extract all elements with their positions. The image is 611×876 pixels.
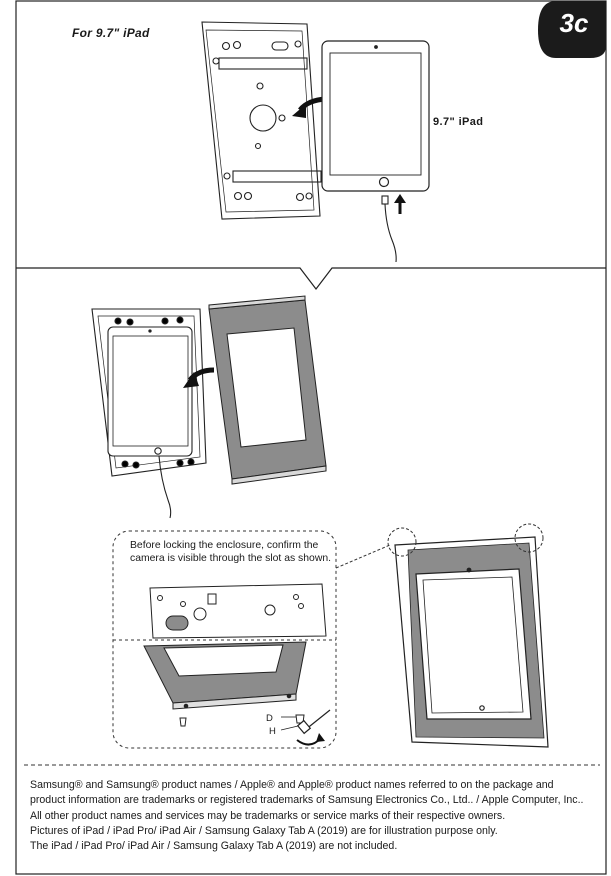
ipad-device [321, 40, 430, 192]
corner-callout-right [514, 523, 544, 553]
charging-cable [381, 195, 397, 263]
key-icon [296, 709, 331, 735]
corner-callout-left [387, 527, 417, 557]
callout-connector [335, 544, 391, 569]
step-badge-label: 3c [559, 8, 589, 38]
camera-note: Before locking the enclosure, confirm th… [130, 540, 331, 564]
cable-arrow-icon [394, 194, 406, 214]
locked-enclosure [394, 536, 549, 748]
page-border [15, 0, 607, 875]
trademark-note: Samsung® and Samsung® product names / Ap… [30, 779, 584, 822]
footer-notes: Samsung® and Samsung® product names / Ap… [30, 778, 590, 854]
plate-with-ipad [91, 308, 207, 519]
screw-label-h: H [269, 726, 276, 737]
back-plate [201, 21, 322, 220]
step-badge [538, 1, 606, 58]
ipad-size-title: For 9.7" iPad [72, 26, 150, 40]
insert-arrow-icon [183, 367, 215, 388]
screw-label-d: D [266, 713, 273, 724]
rotate-arrow-icon [296, 733, 325, 746]
ipad-label: 9.7" iPad [433, 116, 484, 128]
illustration-note: Pictures of iPad / iPad Pro/ iPad Air / … [30, 824, 498, 837]
camera-slot-detail [149, 583, 327, 639]
enclosure-bottom-detail [143, 641, 307, 731]
not-included-note: The iPad / iPad Pro/ iPad Air / Samsung … [30, 840, 398, 853]
front-cover [208, 295, 327, 485]
section-divider [16, 267, 606, 290]
